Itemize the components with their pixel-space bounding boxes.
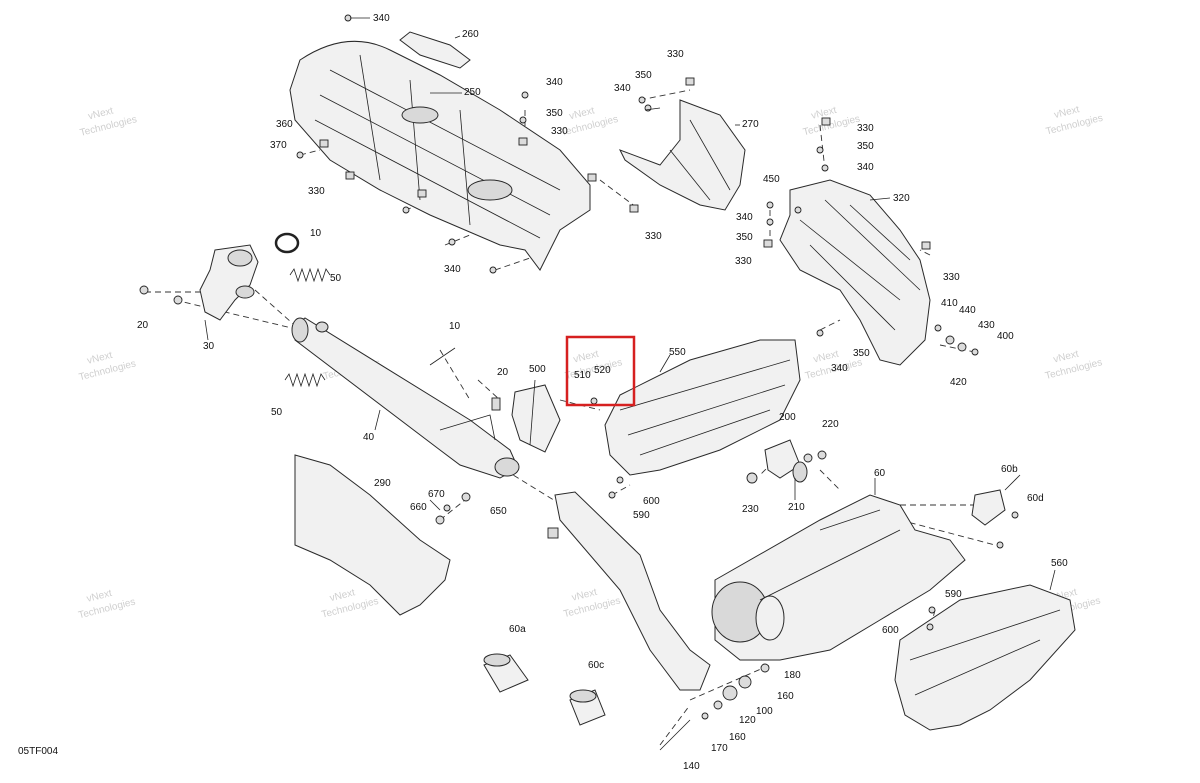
- callout-320: 320: [893, 193, 910, 204]
- shield-560: [894, 584, 1076, 731]
- callout-60b: 60b: [1001, 464, 1018, 475]
- hardware-stack: [139, 14, 1019, 751]
- callout-360: 360: [276, 119, 293, 130]
- callout-20: 20: [497, 367, 509, 378]
- callout-120: 120: [739, 715, 756, 726]
- callout-60a: 60a: [509, 624, 526, 635]
- callout-330: 330: [308, 186, 325, 197]
- callout-330: 330: [645, 231, 662, 242]
- muffler-60: [711, 494, 966, 661]
- callout-600: 600: [882, 625, 899, 636]
- callout-440: 440: [959, 305, 976, 316]
- callout-340: 340: [857, 162, 874, 173]
- callout-350: 350: [857, 141, 874, 152]
- callout-560: 560: [1051, 558, 1068, 569]
- diagram-code: 05TF004: [18, 746, 59, 757]
- callout-600: 600: [643, 496, 660, 507]
- callout-100: 100: [756, 706, 773, 717]
- tip-60a: [483, 653, 529, 693]
- shield-550: [604, 339, 801, 476]
- heat-shield-250: [289, 40, 591, 271]
- heat-shield-320: [779, 179, 931, 366]
- callout-550: 550: [669, 347, 686, 358]
- callout-650: 650: [490, 506, 507, 517]
- callout-10: 10: [310, 228, 322, 239]
- callout-330: 330: [857, 123, 874, 134]
- callout-50: 50: [271, 407, 283, 418]
- callout-500: 500: [529, 364, 546, 375]
- callout-670: 670: [428, 489, 445, 500]
- plate-260: [399, 31, 471, 69]
- callout-160: 160: [729, 732, 746, 743]
- callout-330: 330: [551, 126, 568, 137]
- callout-180: 180: [784, 670, 801, 681]
- callout-340: 340: [546, 77, 563, 88]
- bracket-200: [764, 439, 801, 479]
- callout-40: 40: [363, 432, 375, 443]
- callout-660: 660: [410, 502, 427, 513]
- washer-520: [590, 397, 598, 405]
- callout-200: 200: [779, 412, 796, 423]
- callout-20: 20: [137, 320, 149, 331]
- callout-590: 590: [633, 510, 650, 521]
- callout-350: 350: [546, 108, 563, 119]
- callout-60: 60: [874, 468, 886, 479]
- grommet-210: [792, 461, 808, 483]
- callout-60c: 60c: [588, 660, 604, 671]
- callout-340: 340: [614, 83, 631, 94]
- nut-230: [746, 472, 758, 484]
- callout-10: 10: [449, 321, 461, 332]
- callout-290: 290: [374, 478, 391, 489]
- callout-160: 160: [777, 691, 794, 702]
- tip-60c: [569, 689, 606, 726]
- spring-50-lower: [284, 372, 326, 388]
- heat-shield-270: [618, 99, 746, 211]
- callout-60d: 60d: [1027, 493, 1044, 504]
- callout-520: 520: [594, 365, 611, 376]
- shield-290: [294, 454, 451, 616]
- callout-330: 330: [667, 49, 684, 60]
- callout-450: 450: [763, 174, 780, 185]
- callout-340: 340: [444, 264, 461, 275]
- callout-140: 140: [683, 761, 700, 772]
- callout-340: 340: [736, 212, 753, 223]
- callout-420: 420: [950, 377, 967, 388]
- tailpipe: [554, 491, 711, 691]
- callout-350: 350: [736, 232, 753, 243]
- callout-260: 260: [462, 29, 479, 40]
- callout-220: 220: [822, 419, 839, 430]
- callout-330: 330: [943, 272, 960, 283]
- manifold-30: [199, 244, 259, 321]
- callout-430: 430: [978, 320, 995, 331]
- callout-510: 510: [574, 370, 591, 381]
- exhaust-pipe-40: [291, 317, 520, 479]
- callout-340: 340: [831, 363, 848, 374]
- callout-350: 350: [853, 348, 870, 359]
- callout-210: 210: [788, 502, 805, 513]
- callout-270: 270: [742, 119, 759, 130]
- flange-60b: [971, 489, 1006, 526]
- callout-350: 350: [635, 70, 652, 81]
- callout-50: 50: [330, 273, 342, 284]
- callout-230: 230: [742, 504, 759, 515]
- callout-250: 250: [464, 87, 481, 98]
- callout-410: 410: [941, 298, 958, 309]
- shield-500: [511, 384, 561, 453]
- gasket-10: [274, 232, 300, 254]
- callout-590: 590: [945, 589, 962, 600]
- callout-340: 340: [373, 13, 390, 24]
- callout-30: 30: [203, 341, 215, 352]
- highlight-box: [565, 335, 636, 407]
- rod-10: [429, 347, 456, 366]
- callout-330: 330: [735, 256, 752, 267]
- callout-labels: 340 260 250 360 370 330 340 350 330 340 …: [137, 13, 1068, 772]
- callout-400: 400: [997, 331, 1014, 342]
- callout-170: 170: [711, 743, 728, 754]
- callout-370: 370: [270, 140, 287, 151]
- leader-lines: [204, 17, 1056, 591]
- spring-50-upper: [289, 267, 331, 283]
- clamp-20: [491, 397, 501, 411]
